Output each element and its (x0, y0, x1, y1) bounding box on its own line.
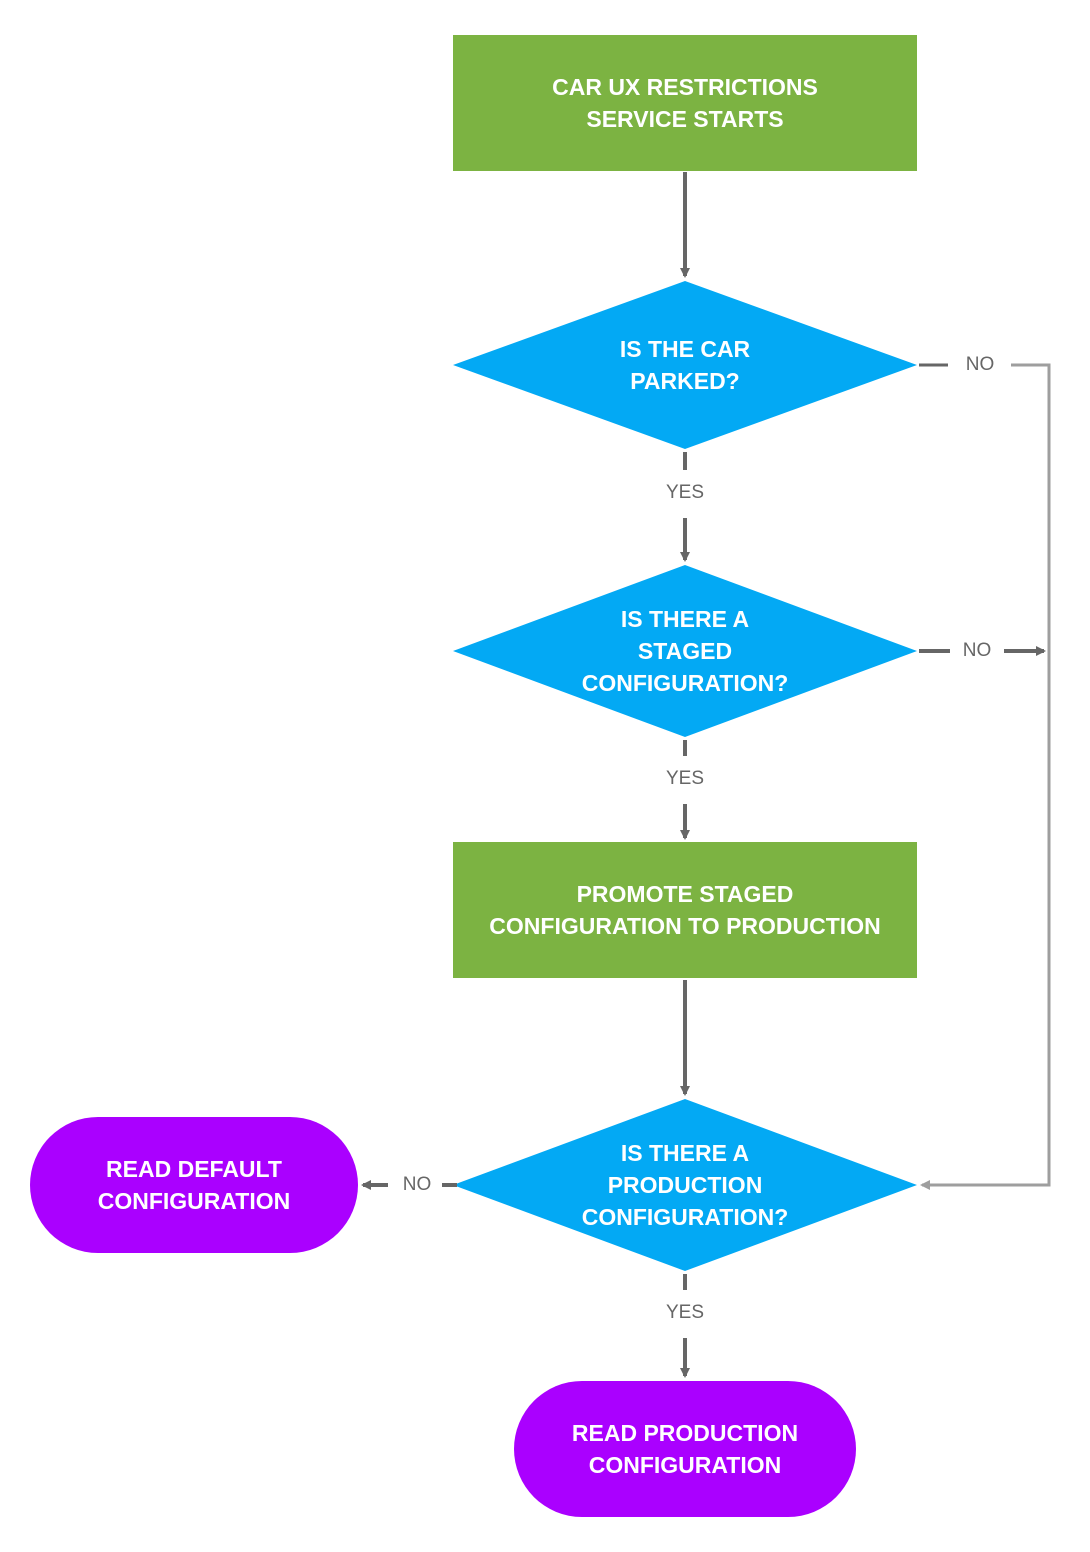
edge-label-production-no: NO (393, 1174, 441, 1196)
decision-production-label: IS THERE A PRODUCTION CONFIGURATION? (581, 1140, 789, 1230)
decision-parked-label: IS THE CAR PARKED? (619, 336, 751, 394)
start-label: CAR UX RESTRICTIONS SERVICE STARTS (552, 74, 818, 132)
decision-staged-shape (453, 565, 917, 737)
edge-right-loop (920, 363, 1051, 1190)
edge-label-staged-no: NO (953, 640, 1001, 662)
terminal-read-default (30, 1117, 358, 1253)
read-default-label: READ DEFAULT CONFIGURATION (97, 1156, 291, 1214)
process-service-starts (453, 35, 917, 171)
process-promote-staged (453, 842, 917, 978)
decision-production-shape (453, 1099, 917, 1271)
edge-label-production-yes: YES (655, 1302, 715, 1324)
edge-label-parked-yes: YES (655, 482, 715, 504)
read-production-label: READ PRODUCTION CONFIGURATION (571, 1420, 799, 1478)
edge-label-parked-no: NO (955, 354, 1005, 376)
decision-staged-label: IS THERE A STAGED CONFIGURATION? (581, 606, 789, 696)
promote-label: PROMOTE STAGED CONFIGURATION TO PRODUCTI… (489, 881, 881, 939)
decision-parked-shape (453, 281, 917, 449)
terminal-read-production (514, 1381, 856, 1517)
edge-label-staged-yes: YES (655, 768, 715, 790)
